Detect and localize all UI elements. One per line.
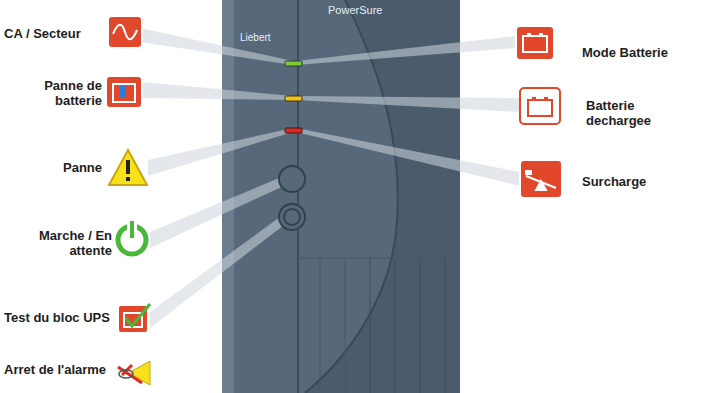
battery-mode-icon <box>516 26 554 60</box>
power-button <box>279 166 305 192</box>
test-button <box>279 204 305 230</box>
overload-icon <box>520 160 562 198</box>
indicator-label: CA / Secteur <box>4 26 114 41</box>
indicator-label: Panne <box>40 160 102 175</box>
indicator-label: Surcharge <box>582 174 692 189</box>
battery-low-icon <box>520 88 560 124</box>
led-yellow <box>285 96 302 101</box>
panel-divider <box>297 0 299 393</box>
indicator-label: Panne de batterie <box>8 78 102 108</box>
indicator-label: Batterie dechargee <box>586 98 681 128</box>
test-button-inner <box>284 209 300 225</box>
power-icon <box>118 220 146 254</box>
indicator-label: Arret de l'alarme <box>4 362 110 377</box>
led-red <box>285 128 302 133</box>
indicator-label: Test du bloc UPS <box>4 310 112 325</box>
housing-edge <box>222 0 234 393</box>
vent-grille <box>300 258 460 393</box>
leader-beams <box>140 28 520 328</box>
indicator-label: Mode Batterie <box>582 45 702 60</box>
test-icon <box>118 304 150 333</box>
indicator-label: Marche / En attente <box>4 228 112 258</box>
fault-icon <box>109 150 147 185</box>
battery-fault-icon <box>106 76 142 108</box>
ac-icon <box>108 16 142 48</box>
led-green <box>285 61 302 66</box>
brand-logo: Liebert <box>240 32 295 43</box>
brand-logo: PowerSure <box>328 5 408 16</box>
alarm-off-icon <box>118 361 150 385</box>
